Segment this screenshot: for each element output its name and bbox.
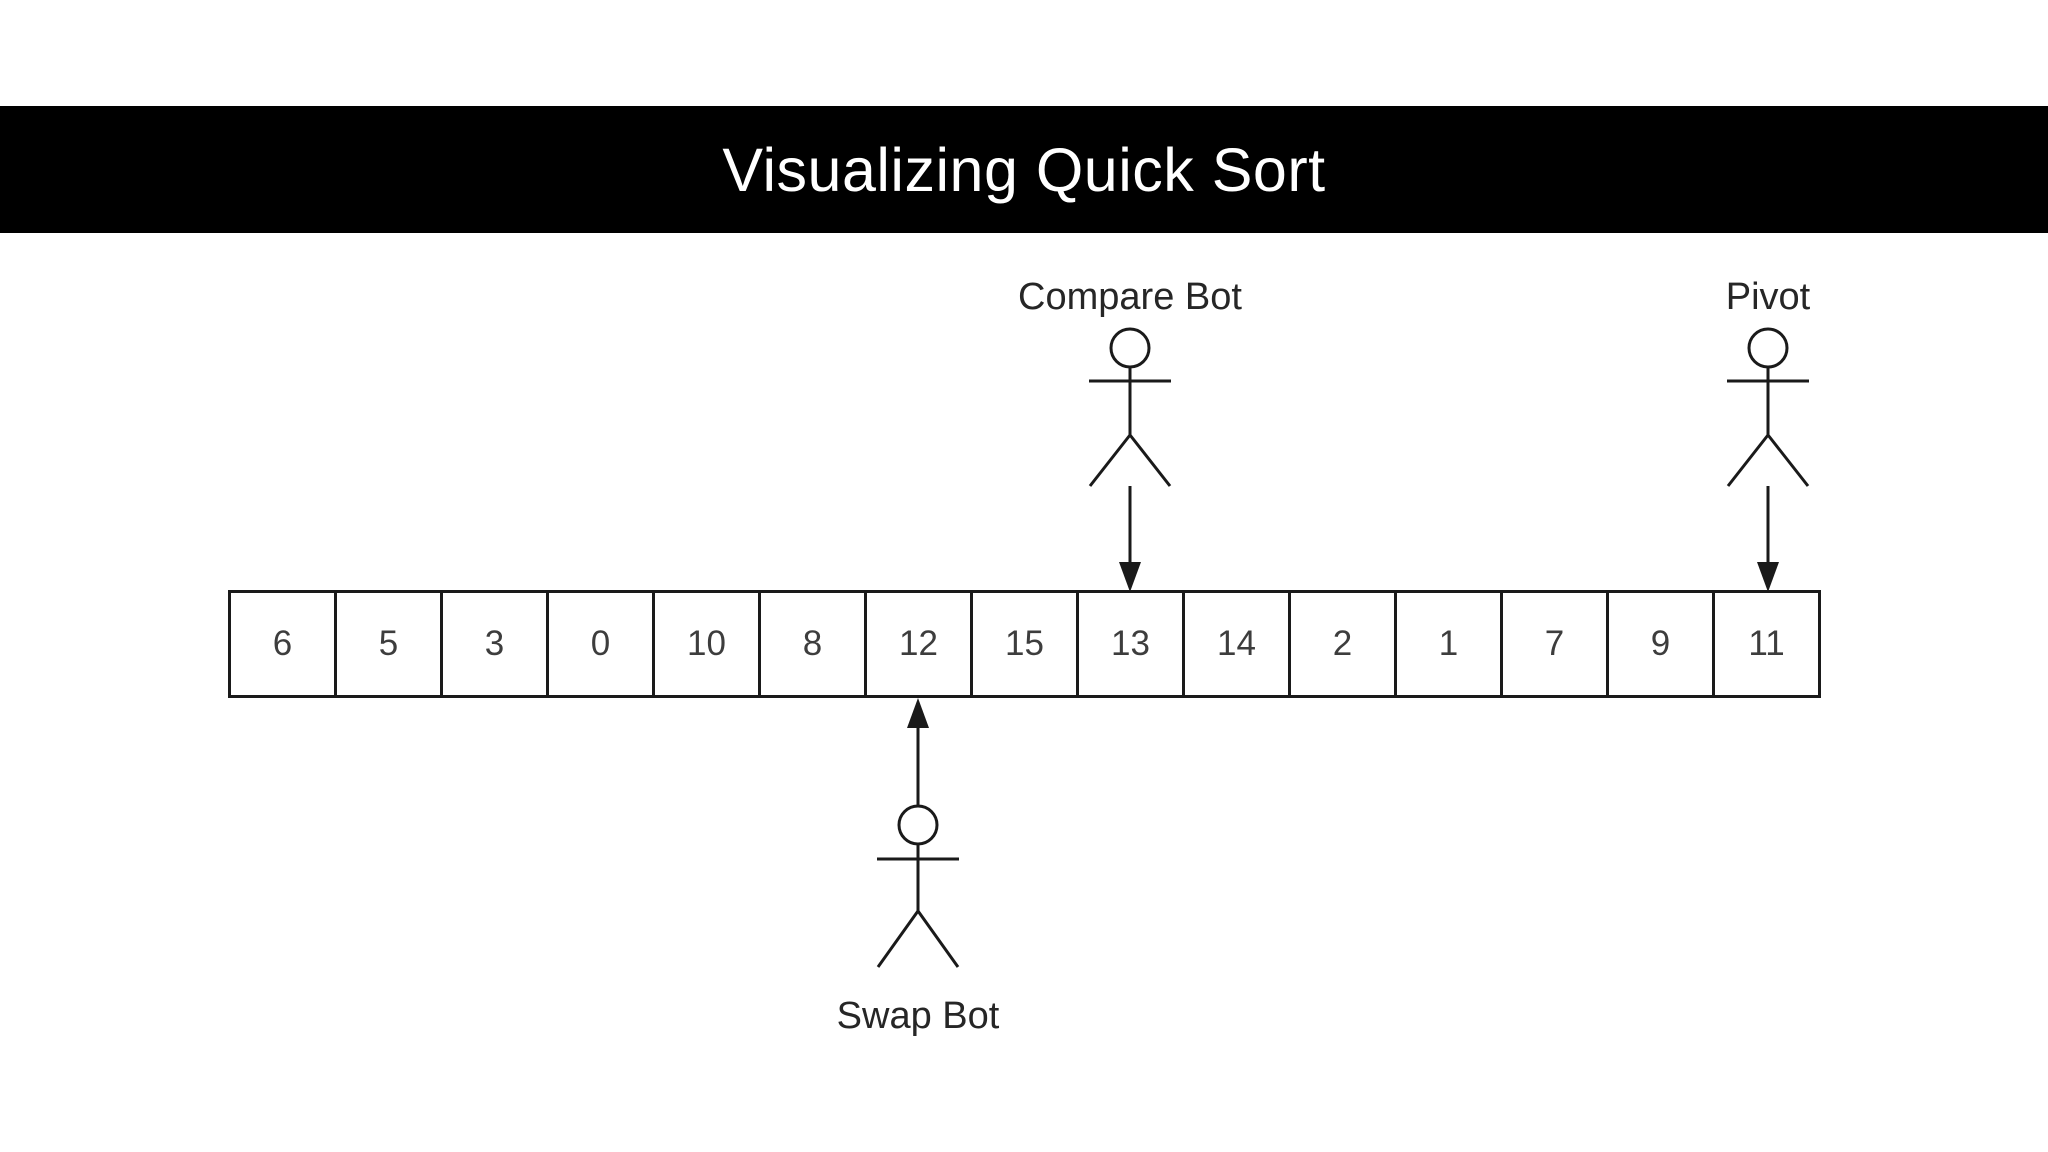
array-cell: 5 — [334, 593, 440, 695]
array-cell: 1 — [1394, 593, 1500, 695]
array-cell: 0 — [546, 593, 652, 695]
array-cell: 2 — [1288, 593, 1394, 695]
array-cell: 9 — [1606, 593, 1712, 695]
pivot-label: Pivot — [1725, 276, 1811, 318]
array-cell: 10 — [652, 593, 758, 695]
array-cell: 15 — [970, 593, 1076, 695]
array-cell: 12 — [864, 593, 970, 695]
number-array: 6 5 3 0 10 8 12 15 13 14 2 1 7 9 11 — [228, 590, 1821, 698]
legs — [1726, 432, 1810, 487]
array-cell: 11 — [1712, 593, 1818, 695]
arrow-down-icon — [1757, 562, 1779, 592]
array-cell: 8 — [758, 593, 864, 695]
array-cell: 7 — [1500, 593, 1606, 695]
legs — [876, 908, 960, 968]
compare-bot-person-icon — [1088, 327, 1172, 592]
compare-bot: Compare Bot — [1010, 278, 1250, 592]
legs — [1088, 432, 1172, 487]
title-banner: Visualizing Quick Sort — [0, 106, 2048, 233]
pivot-person-icon — [1726, 327, 1810, 592]
head — [897, 804, 939, 846]
array-cell: 6 — [231, 593, 334, 695]
arrow-down-icon — [1119, 562, 1141, 592]
swap-bot: Swap Bot — [798, 698, 1038, 1035]
swap-bot-person-icon — [876, 698, 960, 968]
page-title: Visualizing Quick Sort — [722, 135, 1326, 204]
array-cell: 14 — [1182, 593, 1288, 695]
compare-bot-label: Compare Bot — [1018, 276, 1242, 318]
head — [1747, 327, 1789, 369]
array-cell: 13 — [1076, 593, 1182, 695]
swap-bot-label: Swap Bot — [836, 995, 1000, 1037]
pivot-marker: Pivot — [1648, 278, 1888, 592]
array-cell: 3 — [440, 593, 546, 695]
head — [1109, 327, 1151, 369]
